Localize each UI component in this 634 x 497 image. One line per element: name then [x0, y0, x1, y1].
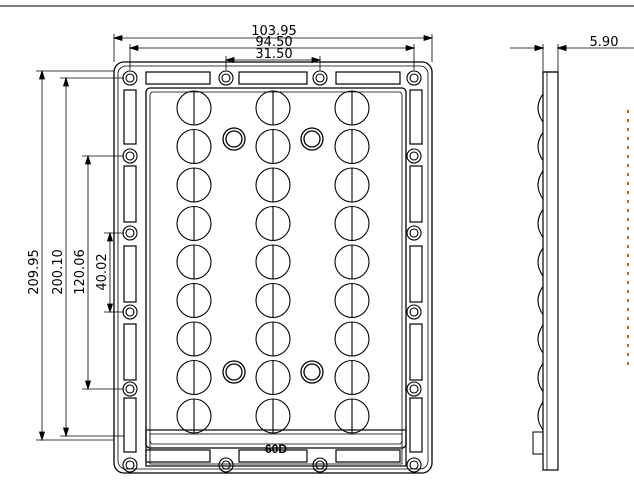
- slot: [145, 449, 211, 463]
- dim-hole-span-vertical: 200.10: [51, 249, 66, 295]
- mounting-hole-inner: [409, 73, 419, 83]
- left-dimensions: [36, 69, 124, 442]
- dim-hole-span-inner: 31.50: [255, 47, 292, 62]
- dim-overall-width: 103.95: [251, 24, 297, 39]
- mounting-hole-inner: [125, 228, 135, 238]
- mounting-hole-inner: [221, 73, 231, 83]
- lens-profile: [537, 286, 544, 315]
- slot: [409, 323, 423, 381]
- mounting-hole: [312, 457, 328, 473]
- mounting-hole: [122, 148, 138, 164]
- mounting-hole-inner: [125, 460, 135, 470]
- lens-grid: [176, 90, 370, 434]
- slot: [123, 165, 137, 223]
- slot: [409, 397, 423, 453]
- board-outline: [113, 61, 433, 474]
- mounting-hole: [406, 148, 422, 164]
- slot: [145, 71, 211, 85]
- dim-overall-height: 209.95: [27, 249, 42, 295]
- mounting-hole: [406, 70, 422, 86]
- mounting-hole: [122, 70, 138, 86]
- slot: [335, 71, 401, 85]
- mounting-hole-inner: [409, 228, 419, 238]
- screw-boss-inner: [225, 130, 243, 148]
- lens-profile: [537, 209, 544, 238]
- screw-boss-inner: [303, 130, 321, 148]
- label-area: [145, 429, 407, 467]
- side-view: [510, 44, 634, 471]
- slot: [409, 245, 423, 303]
- slot: [123, 397, 137, 453]
- lens-profile: [537, 363, 544, 392]
- mounting-hole-inner: [125, 151, 135, 161]
- mounting-hole-inner: [315, 460, 325, 470]
- lens-profile: [537, 401, 544, 431]
- mounting-hole-inner: [409, 307, 419, 317]
- slot: [238, 449, 308, 463]
- mounting-hole: [122, 304, 138, 320]
- mounting-hole-inner: [125, 384, 135, 394]
- slot: [335, 449, 401, 463]
- mounting-hole-inner: [409, 384, 419, 394]
- mounting-hole: [122, 225, 138, 241]
- lens-profile: [537, 170, 544, 200]
- lens-profile: [537, 324, 544, 354]
- slot: [409, 89, 423, 145]
- top-dimensions: [112, 34, 434, 70]
- mounting-hole-inner: [409, 460, 419, 470]
- lens-plate: [145, 87, 407, 449]
- screw-boss-inner: [225, 363, 243, 381]
- lens-profiles: [537, 93, 544, 431]
- mounting-holes: [122, 70, 422, 473]
- screw-boss-inner: [303, 363, 321, 381]
- mounting-hole: [406, 225, 422, 241]
- side-profile: [542, 71, 559, 471]
- screw-boss: [222, 360, 246, 384]
- mounting-hole: [406, 457, 422, 473]
- slot: [123, 323, 137, 381]
- mounting-hole-inner: [125, 73, 135, 83]
- mounting-hole-inner: [221, 460, 231, 470]
- dim-hole-span-mid: 120.06: [73, 249, 88, 295]
- mounting-hole: [218, 457, 234, 473]
- dim-hole-span-small: 40.02: [95, 253, 110, 290]
- dim-hole-span-outer: 94.50: [255, 35, 292, 50]
- mounting-hole: [406, 304, 422, 320]
- mounting-hole-inner: [125, 307, 135, 317]
- lens-plate-inner: [149, 91, 403, 445]
- side-tab: [532, 431, 544, 455]
- lens-label: 60D: [265, 442, 287, 456]
- screw-bosses: [222, 127, 324, 384]
- screw-boss: [300, 127, 324, 151]
- slot: [123, 89, 137, 145]
- mounting-hole-inner: [409, 151, 419, 161]
- mounting-hole: [218, 70, 234, 86]
- dim-thickness: 5.90: [590, 35, 619, 50]
- lens-profile: [537, 132, 544, 161]
- screw-boss: [222, 127, 246, 151]
- label-area-inner: [149, 433, 403, 465]
- slot: [238, 71, 308, 85]
- board-inner-outline: [117, 65, 429, 470]
- mounting-hole: [122, 457, 138, 473]
- front-view: [113, 61, 433, 474]
- mounting-hole-inner: [315, 73, 325, 83]
- mounting-hole: [406, 381, 422, 397]
- slot: [409, 165, 423, 223]
- mounting-hole: [122, 381, 138, 397]
- mounting-hole: [312, 70, 328, 86]
- lens-profile: [537, 93, 544, 123]
- screw-boss: [300, 360, 324, 384]
- slot: [123, 245, 137, 303]
- lens-profile: [537, 247, 544, 277]
